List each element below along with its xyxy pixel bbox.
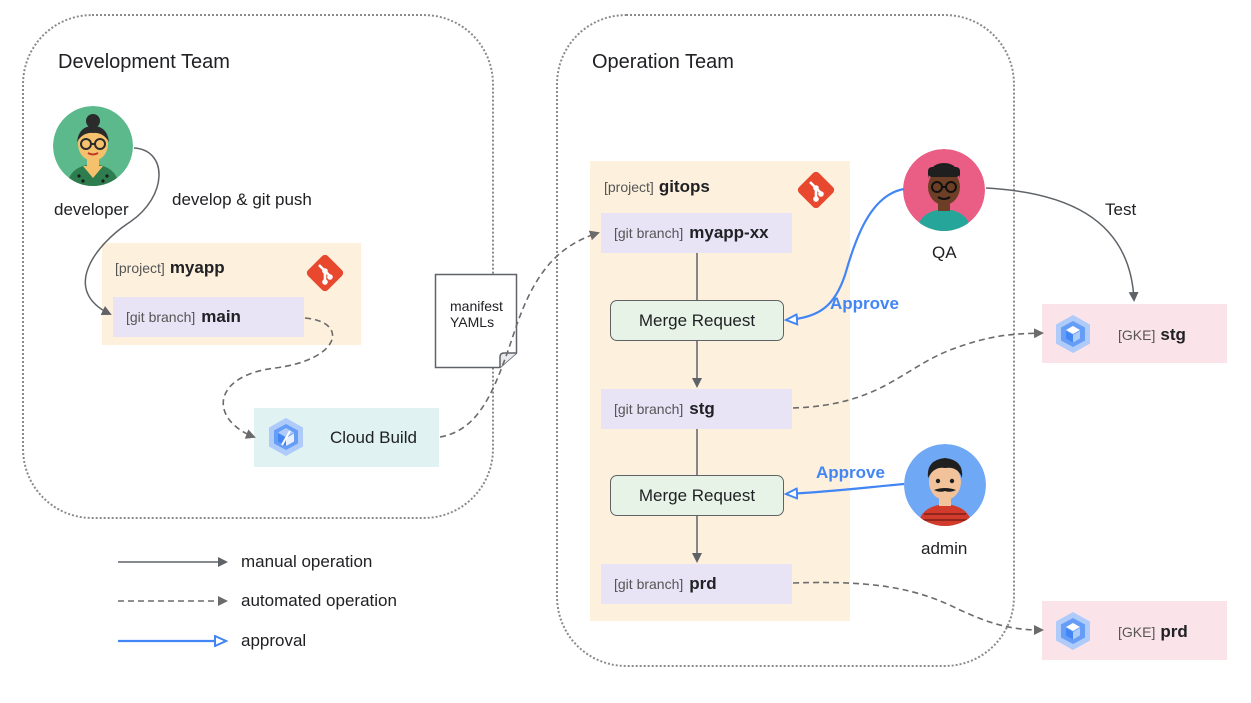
- myapp-project-label: [project] myapp: [115, 258, 225, 278]
- gke-prefix: [GKE]: [1118, 327, 1156, 343]
- qa-approve-label: Approve: [830, 294, 899, 313]
- git-logo-icon: [796, 170, 836, 215]
- project-prefix: [project]: [604, 179, 654, 195]
- merge-request-2: Merge Request: [610, 475, 784, 516]
- manifest-line-1: manifest: [450, 298, 503, 314]
- project-name: myapp: [169, 258, 225, 277]
- gke-prefix: [GKE]: [1118, 624, 1156, 640]
- main-branch: [git branch] main: [113, 297, 304, 337]
- admin-label: admin: [921, 539, 968, 558]
- gke-name: prd: [1160, 622, 1188, 641]
- manifest-line-2: YAMLs: [450, 314, 495, 330]
- legend-automated-label: automated operation: [241, 591, 397, 610]
- test-label: Test: [1105, 200, 1137, 219]
- gke-stg-label: [GKE] stg: [1118, 325, 1186, 345]
- stg-branch: [git branch] stg: [601, 389, 792, 429]
- qa-label: QA: [932, 243, 957, 262]
- git-logo-icon: [305, 253, 345, 298]
- branch-prefix: [git branch]: [614, 225, 684, 241]
- qa-avatar: [903, 149, 985, 231]
- legend-approval-label: approval: [241, 631, 307, 650]
- gitops-project-label: [project] gitops: [604, 177, 710, 197]
- branch-name: main: [201, 307, 241, 326]
- branch-prefix: [git branch]: [614, 401, 684, 417]
- branch-prefix: [git branch]: [614, 576, 684, 592]
- gke-name: stg: [1160, 325, 1186, 344]
- developer-action-label: develop & git push: [172, 190, 312, 209]
- gke-cube-icon: [1052, 610, 1094, 657]
- cloud-build-icon: [265, 416, 307, 463]
- myapp-xx-branch: [git branch] myapp-xx: [601, 213, 792, 253]
- manifest-label: manifest YAMLs: [450, 298, 503, 330]
- branch-prefix: [git branch]: [126, 309, 196, 325]
- branch-name: myapp-xx: [689, 223, 769, 242]
- branch-name: prd: [689, 574, 717, 593]
- branch-name: stg: [689, 399, 715, 418]
- project-name: gitops: [658, 177, 710, 196]
- gke-cube-icon: [1052, 313, 1094, 360]
- admin-avatar: [904, 444, 986, 526]
- admin-approve-label: Approve: [816, 463, 885, 482]
- gke-prd-label: [GKE] prd: [1118, 622, 1188, 642]
- prd-branch: [git branch] prd: [601, 564, 792, 604]
- operation-team-title: Operation Team: [592, 51, 734, 73]
- developer-label: developer: [54, 200, 129, 219]
- legend-manual-label: manual operation: [241, 552, 373, 571]
- merge-request-1: Merge Request: [610, 300, 784, 341]
- development-team-title: Development Team: [58, 51, 230, 73]
- project-prefix: [project]: [115, 260, 165, 276]
- developer-avatar: [53, 106, 133, 186]
- cloud-build-label: Cloud Build: [330, 428, 417, 447]
